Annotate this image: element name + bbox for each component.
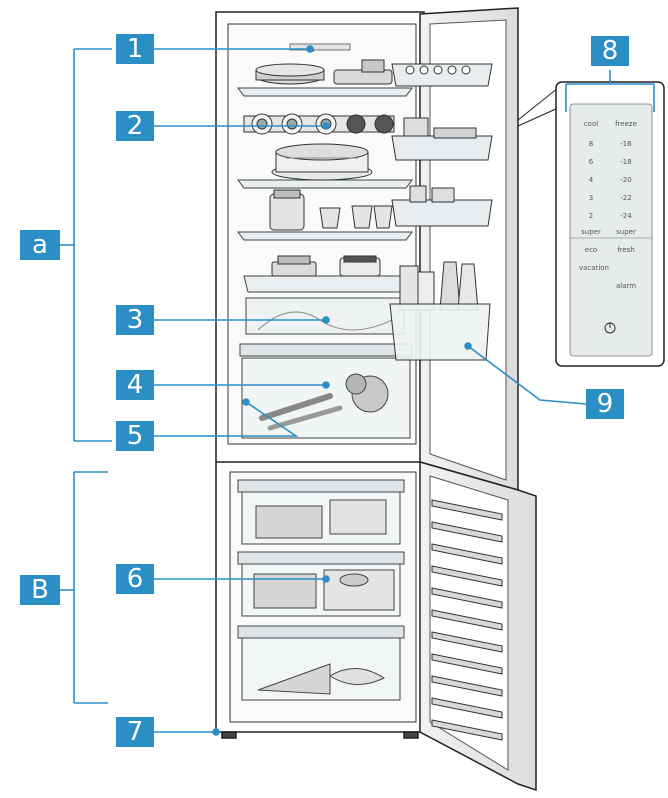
freeze-super-label: super — [616, 228, 636, 236]
control-panel — [555, 81, 665, 367]
food-containers — [271, 255, 381, 277]
freeze-value: -16 — [620, 140, 632, 148]
callout-9: 9 — [586, 389, 624, 419]
panel-labels: cool freeze 8 6 4 3 2 super -16 -18 -20 … — [579, 120, 637, 290]
panel-connector — [517, 87, 559, 127]
callout-6: 6 — [116, 564, 154, 594]
freezer-door-ribs — [431, 499, 503, 741]
cool-value: 4 — [589, 176, 594, 184]
callout-7: 7 — [116, 717, 154, 747]
callout-b: B — [20, 575, 60, 605]
bracket-b — [60, 471, 108, 704]
cool-value: 3 — [589, 194, 593, 202]
callout-2: 2 — [116, 111, 154, 141]
freeze-value: -18 — [620, 158, 631, 166]
callout-3: 3 — [116, 305, 154, 335]
freeze-value: -22 — [620, 194, 631, 202]
cool-value: 6 — [589, 158, 594, 166]
freeze-value: -24 — [620, 212, 632, 220]
freezer-drawers — [237, 479, 405, 701]
bottle-rack — [243, 113, 395, 135]
jar-and-cups — [269, 189, 393, 231]
leader-lines — [154, 45, 587, 736]
freeze-value: -20 — [620, 176, 631, 184]
callout-1: 1 — [116, 34, 154, 64]
vacation-label: vacation — [579, 264, 609, 272]
vegetable-drawer — [239, 343, 413, 439]
bracket-a — [60, 48, 112, 442]
cool-label: cool — [584, 120, 598, 128]
cool-super-label: super — [581, 228, 601, 236]
top-shelf-items — [255, 59, 393, 85]
eco-label: eco — [585, 246, 597, 254]
cool-value: 2 — [589, 212, 593, 220]
bracket-8 — [565, 70, 655, 112]
cool-value: 8 — [589, 140, 593, 148]
callout-a: a — [20, 230, 60, 260]
callout-4: 4 — [116, 370, 154, 400]
callout-8: 8 — [591, 36, 629, 66]
alarm-label: alarm — [616, 282, 636, 290]
cake-plate — [271, 143, 373, 181]
door-shelves — [391, 63, 493, 227]
chiller-drawer — [245, 297, 405, 335]
freeze-label: freeze — [615, 120, 637, 128]
callout-5: 5 — [116, 421, 154, 451]
fresh-label: fresh — [617, 246, 635, 254]
